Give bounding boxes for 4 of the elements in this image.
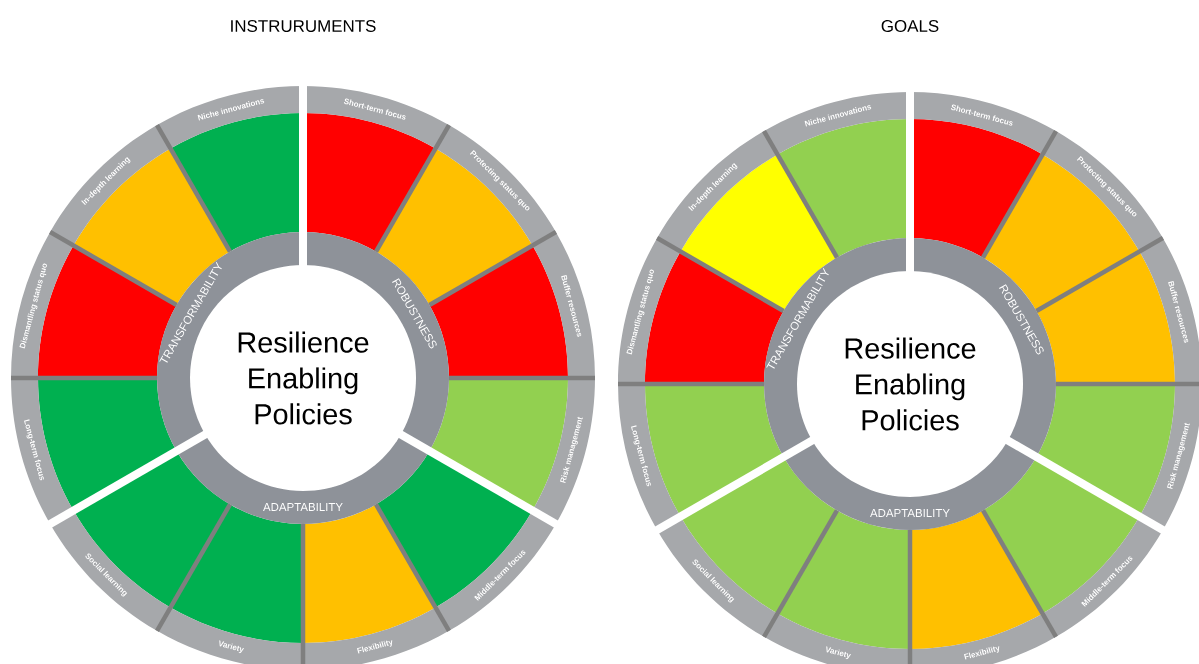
- heading: GOALS: [881, 20, 939, 32]
- heading: INSTRURUMENTS: [231, 20, 376, 32]
- category-band: ADAPTABILITY: [783, 439, 1037, 530]
- category-band: ADAPTABILITY: [176, 433, 430, 524]
